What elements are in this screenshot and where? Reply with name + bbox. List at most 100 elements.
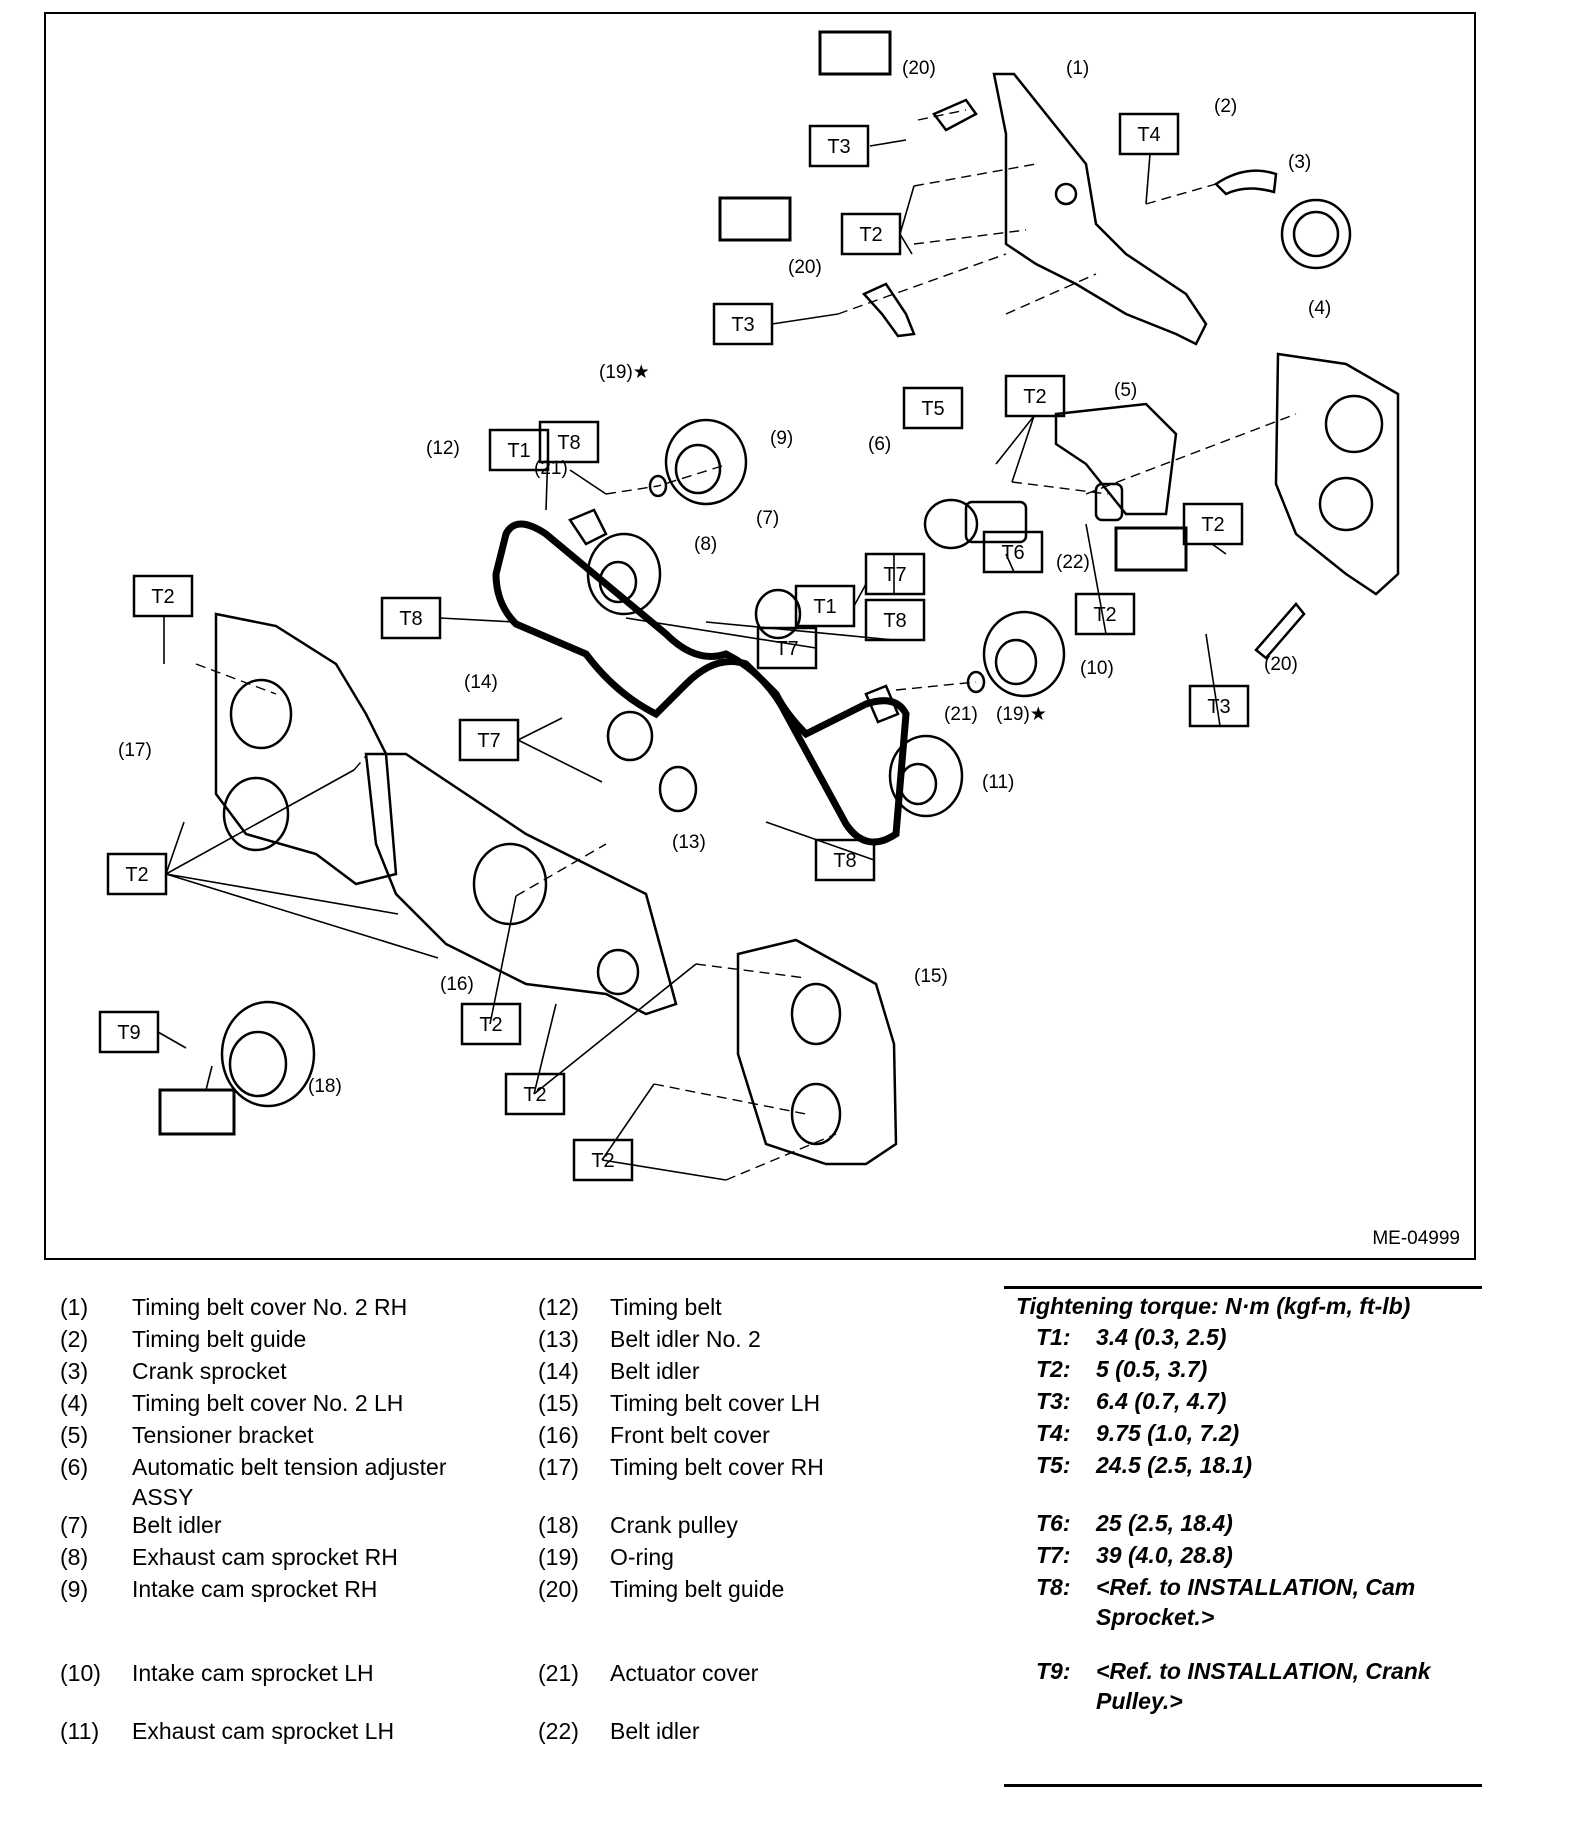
legend-label: Exhaust cam sprocket RH	[132, 1544, 398, 1570]
diagram-id: ME-04999	[1372, 1228, 1460, 1249]
intake-cam-sprocket-lh	[982, 610, 1066, 698]
timing-belt	[492, 520, 910, 846]
tag-t9: T9	[117, 1022, 140, 1044]
torque-key: T5:	[1036, 1452, 1071, 1478]
pn-12: (12)	[426, 438, 460, 459]
pn-1: (1)	[1066, 58, 1089, 79]
legend-number: (6)	[60, 1454, 89, 1480]
pn-18: (18)	[308, 1076, 342, 1097]
tag-t2-d: T2	[1201, 514, 1224, 536]
tag-t1-b: T1	[813, 596, 836, 618]
tag-t8-b: T8	[399, 608, 422, 630]
torque-value: 25 (2.5, 18.4)	[1096, 1510, 1233, 1536]
diagram-drawing: T3 T2 T3 T4 T2 T5 T1 T8 T8 T2 T2 T6 T7 T…	[98, 30, 1400, 1182]
actuator-cover-lower	[864, 684, 900, 724]
pn-9: (9)	[770, 428, 793, 449]
belt-tension-adjuster	[923, 498, 979, 550]
pn-21-b: (21)	[944, 704, 978, 725]
legend-number: (22)	[538, 1718, 579, 1744]
crank-pulley	[220, 1000, 316, 1108]
tag-t3-b: T3	[731, 314, 754, 336]
legend-label: Crank sprocket	[132, 1358, 287, 1384]
legend-label: Front belt cover	[610, 1422, 770, 1448]
front-belt-cover	[364, 752, 678, 1016]
tag-t2-h: T2	[523, 1084, 546, 1106]
pn-8: (8)	[694, 534, 717, 555]
legend-number: (15)	[538, 1390, 579, 1416]
legend-label: O-ring	[610, 1544, 674, 1570]
legend-number: (7)	[60, 1512, 89, 1538]
pn-3: (3)	[1288, 152, 1311, 173]
pn-20-c: (20)	[1264, 654, 1298, 675]
legend-label: Timing belt cover No. 2 LH	[132, 1390, 404, 1416]
timing-belt-guide-20a	[932, 98, 978, 132]
torque-key: T8:	[1036, 1574, 1071, 1600]
tag-t7-a: T7	[883, 564, 906, 586]
timing-belt-guide-20b	[861, 282, 916, 338]
tag-t7-b: T7	[775, 638, 798, 660]
actuator-cover-upper	[568, 508, 608, 546]
torque-value: 24.5 (2.5, 18.1)	[1096, 1452, 1252, 1478]
tag-t8-a: T8	[557, 432, 580, 454]
torque-key: T6:	[1036, 1510, 1071, 1536]
legend-number: (21)	[538, 1660, 579, 1686]
exhaust-cam-sprocket-rh	[586, 532, 662, 616]
legend-label: Automatic belt tension adjuster ASSY	[132, 1454, 447, 1510]
pn-4: (4)	[1308, 298, 1331, 319]
legend-number: (18)	[538, 1512, 579, 1538]
belt-idler-22	[1094, 482, 1124, 522]
legend-number: (17)	[538, 1454, 579, 1480]
legend-number: (2)	[60, 1326, 89, 1352]
torque-key: T1:	[1036, 1324, 1071, 1350]
legend-label: Crank pulley	[610, 1512, 738, 1538]
legend-label: Belt idler	[610, 1718, 700, 1744]
torque-key: T7:	[1036, 1542, 1071, 1568]
pn-15: (15)	[914, 966, 948, 987]
legend-number: (12)	[538, 1294, 579, 1320]
pn-2: (2)	[1214, 96, 1237, 117]
pn-19-b: (19)★	[996, 704, 1047, 725]
timing-belt-guide-20c	[1254, 602, 1306, 660]
tag-t2-e: T2	[1093, 604, 1116, 626]
tag-t3-a: T3	[827, 136, 850, 158]
pn-16: (16)	[440, 974, 474, 995]
tag-t8-d: T8	[833, 850, 856, 872]
belt-idler-7	[754, 588, 802, 640]
torque-bottom-rule	[1004, 1784, 1482, 1787]
legend-number: (3)	[60, 1358, 89, 1384]
legend-number: (4)	[60, 1390, 89, 1416]
pn-14: (14)	[464, 672, 498, 693]
tag-t8-c: T8	[883, 610, 906, 632]
torque-key: T4:	[1036, 1420, 1071, 1446]
pn-21-a: (21)	[534, 458, 568, 479]
pn-10: (10)	[1080, 658, 1114, 679]
torque-key: T2:	[1036, 1356, 1071, 1382]
pn-22: (22)	[1056, 552, 1090, 573]
torque-value: 3.4 (0.3, 2.5)	[1096, 1324, 1227, 1350]
pn-19-a: (19)★	[599, 362, 650, 383]
legend-label: Tensioner bracket	[132, 1422, 314, 1448]
legend-label: Actuator cover	[610, 1660, 759, 1686]
legend-label: Exhaust cam sprocket LH	[132, 1718, 395, 1744]
timing-belt-guide-2	[1214, 169, 1278, 196]
legend-number: (13)	[538, 1326, 579, 1352]
legend-number: (11)	[60, 1718, 100, 1744]
tag-t2-f: T2	[125, 864, 148, 886]
legend-label: Timing belt cover RH	[610, 1454, 824, 1480]
pn-17: (17)	[118, 740, 152, 761]
tag-t5: T5	[921, 398, 944, 420]
pn-11: (11)	[982, 772, 1014, 793]
timing-belt-cover-rh	[214, 612, 398, 886]
pn-7: (7)	[756, 508, 779, 529]
legend-label: Timing belt	[610, 1294, 722, 1320]
legend-label: Intake cam sprocket RH	[132, 1576, 378, 1602]
legend-number: (16)	[538, 1422, 579, 1448]
tag-t1-a: T1	[507, 440, 530, 462]
pn-20-a: (20)	[902, 58, 936, 79]
tag-t6: T6	[1001, 542, 1024, 564]
tag-t3-c: T3	[1207, 696, 1230, 718]
torque-title: Tightening torque: N·m (kgf-m, ft-lb)	[1004, 1286, 1482, 1323]
o-ring-upper	[648, 474, 668, 498]
legend-label: Timing belt guide	[132, 1326, 307, 1352]
torque-key: T3:	[1036, 1388, 1071, 1414]
